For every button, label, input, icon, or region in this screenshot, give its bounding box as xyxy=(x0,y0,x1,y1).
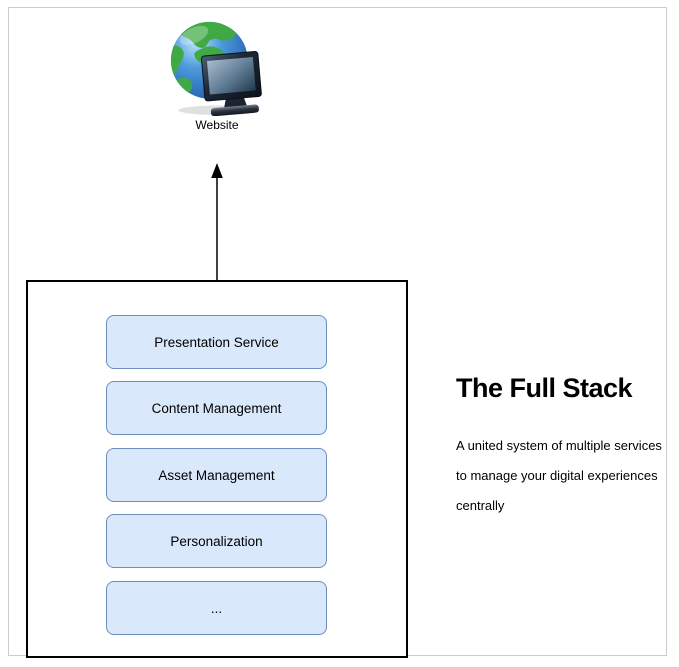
page-description: A united system of multiple services to … xyxy=(456,431,676,521)
service-box-content-management: Content Management xyxy=(106,381,327,435)
stack-container: Presentation Service Content Management … xyxy=(26,280,408,658)
description-line: A united system of multiple services xyxy=(456,438,662,453)
globe-monitor-icon xyxy=(170,21,262,117)
service-box-asset-management: Asset Management xyxy=(106,448,327,502)
service-box-presentation: Presentation Service xyxy=(106,315,327,369)
description-line: to manage your digital experiences xyxy=(456,468,658,483)
service-label: Asset Management xyxy=(158,467,275,483)
arrow-up-icon xyxy=(211,163,223,282)
service-label: ... xyxy=(210,600,223,616)
monitor xyxy=(201,51,262,117)
page-title: The Full Stack xyxy=(456,373,633,403)
diagram-canvas: Website Presentation Service Content Man… xyxy=(8,7,667,658)
globe-highlight xyxy=(179,25,209,45)
website-node xyxy=(169,20,265,117)
service-label: Presentation Service xyxy=(154,334,279,350)
description-line: centrally xyxy=(456,498,505,513)
website-label: Website xyxy=(195,118,239,132)
service-label: Personalization xyxy=(170,533,263,549)
service-box-ellipsis: ... xyxy=(106,581,327,635)
arrow-up xyxy=(208,161,226,282)
service-box-personalization: Personalization xyxy=(106,514,327,568)
service-label: Content Management xyxy=(151,400,282,416)
